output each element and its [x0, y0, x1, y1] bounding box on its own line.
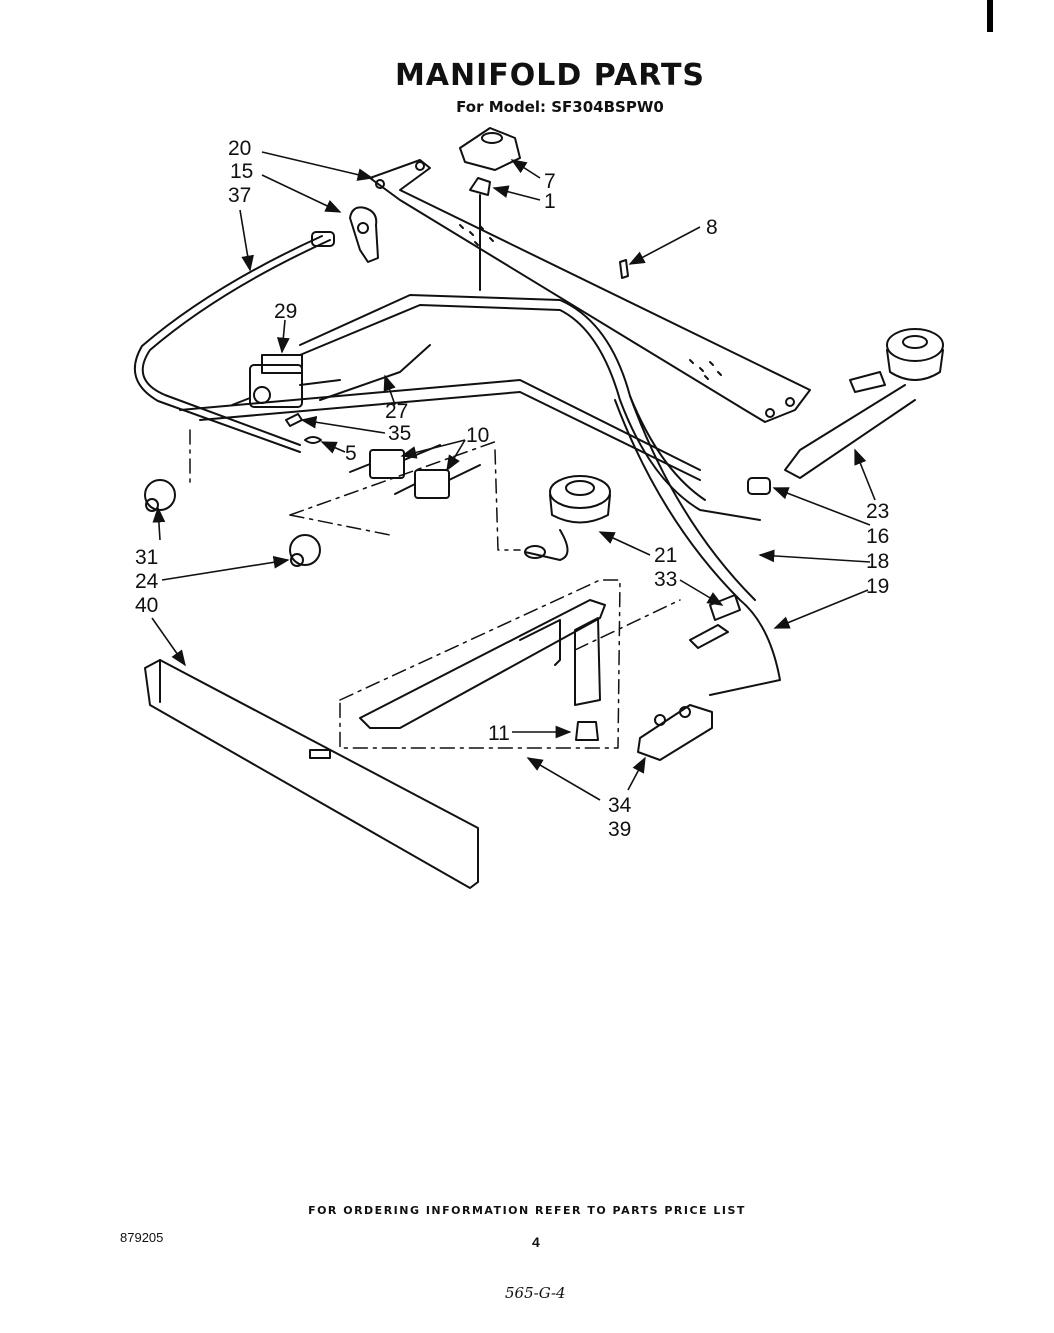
callout-10: 10: [466, 424, 489, 447]
gas-line-loop: [133, 231, 335, 453]
burner-bracket: [369, 159, 811, 423]
callout-7: 7: [544, 170, 556, 193]
top-burner: [784, 328, 944, 479]
callout-8: 8: [706, 216, 718, 239]
burner-gas-line: [614, 399, 781, 696]
retainer-clip: [304, 436, 322, 444]
callout-31: 31: [135, 546, 158, 569]
callout-39: 39: [608, 818, 631, 841]
callout-34: 34: [608, 794, 632, 817]
callout-15: 15: [230, 160, 253, 183]
orifice-hood: [459, 127, 521, 291]
handwritten-note: 565-G-4: [505, 1284, 566, 1302]
callout-16: 16: [866, 525, 889, 548]
kick-panel: [144, 659, 479, 889]
oven-burner-head: [524, 475, 611, 561]
clip: [619, 259, 629, 279]
burner-support-bracket: [359, 599, 606, 729]
document-number: 879205: [120, 1230, 164, 1245]
safety-valve: [637, 594, 741, 761]
orifice: [575, 721, 599, 741]
callout-24: 24: [135, 570, 159, 593]
callout-18: 18: [866, 550, 889, 573]
mounting-bracket: [349, 206, 379, 263]
callout-33: 33: [654, 568, 677, 591]
callout-21: 21: [654, 544, 677, 567]
page-number: 4: [532, 1234, 540, 1250]
spring-clip: [285, 413, 303, 427]
model-subtitle: For Model: SF304BSPW0: [456, 98, 664, 116]
callout-27: 27: [385, 400, 408, 423]
ordering-footer: FOR ORDERING INFORMATION REFER TO PARTS …: [308, 1204, 746, 1217]
corner-mark: [987, 0, 993, 32]
orifice-fitting: [747, 477, 771, 495]
callout-37: 37: [228, 184, 251, 207]
pilot-line: [629, 395, 756, 601]
callout-1: 1: [544, 190, 556, 213]
callout-labels: 20 15 37 7 1 8 29 27 35 10 5 23 16 18 19…: [135, 137, 889, 841]
callout-29: 29: [274, 300, 297, 323]
callout-20: 20: [228, 137, 251, 160]
pilot-tube: [319, 344, 431, 401]
control-knobs: [144, 479, 321, 567]
callout-11: 11: [488, 722, 510, 745]
leader-lines: [151, 151, 876, 801]
page-title: MANIFOLD PARTS: [394, 58, 706, 93]
alignment-lines: [189, 429, 681, 749]
thermostat-valve: [231, 354, 341, 408]
callout-5: 5: [345, 442, 357, 465]
callout-23: 23: [866, 500, 889, 523]
callout-40: 40: [135, 594, 158, 617]
callout-19: 19: [866, 575, 889, 598]
callout-35: 35: [388, 422, 411, 445]
